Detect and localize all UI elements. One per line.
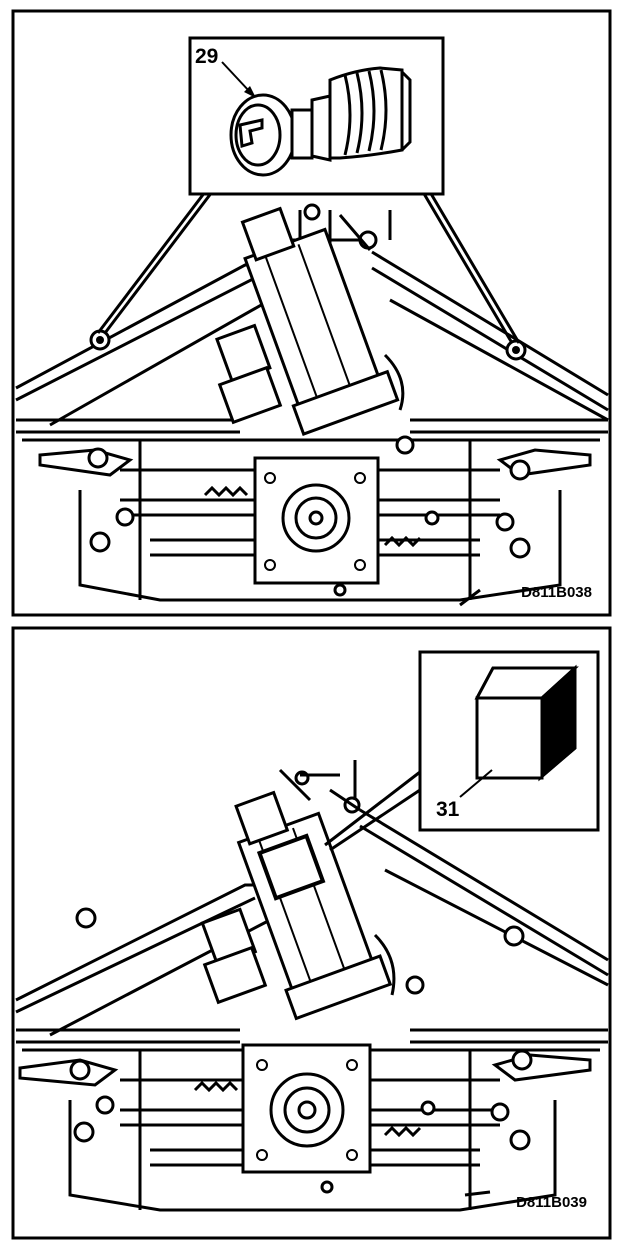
panel-bottom: 31 D811B039: [11, 626, 612, 1240]
figure-code-bottom: D811B039: [516, 1194, 587, 1211]
pinion-housing-bottom: [241, 1043, 372, 1174]
electric-motor-top: [215, 206, 405, 436]
mounting-points-bottom: [75, 907, 525, 947]
electric-motor-bottom: [200, 790, 396, 1021]
rack-chassis-top: [22, 435, 600, 607]
callout-leader-bottom: [324, 770, 421, 852]
foam-block-installed: [256, 833, 326, 901]
inset-screw: 29: [188, 36, 445, 196]
callout-29-label: 29: [195, 45, 218, 68]
panel-top: 29 D811B038: [11, 9, 612, 617]
screw-icon: [229, 66, 412, 177]
frame-structure-bottom: [15, 760, 609, 1044]
figure-code-top: D811B038: [521, 584, 592, 601]
foam-block-icon: [474, 664, 579, 782]
callout-31-label: 31: [436, 798, 460, 821]
inset-foam-block: 31: [418, 650, 600, 832]
callout-leaders-top: [96, 191, 521, 344]
pinion-housing-top: [253, 456, 380, 585]
